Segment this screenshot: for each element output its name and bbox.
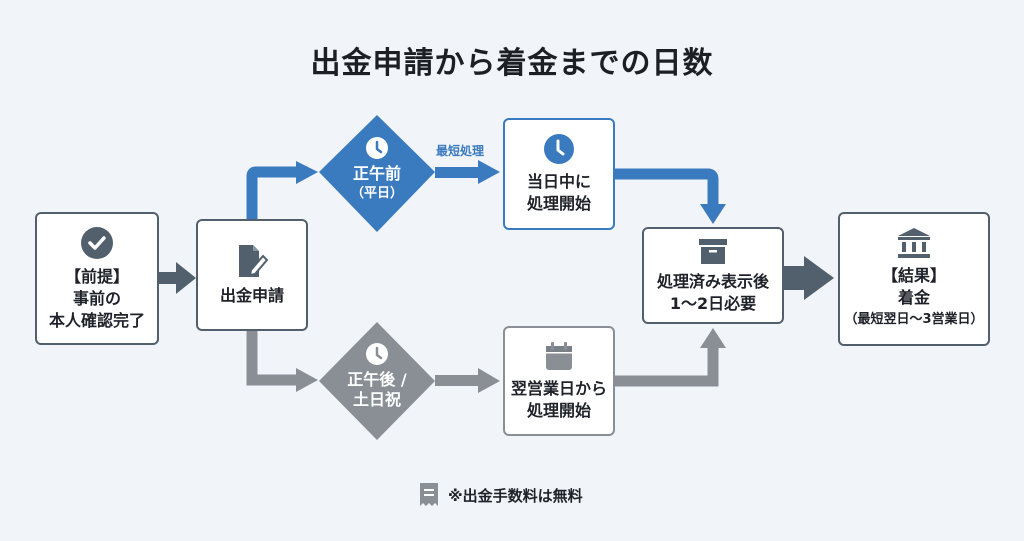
footnote-text: ※出金手数料は無料 <box>448 486 583 505</box>
clock-icon <box>366 343 388 365</box>
before-noon-label: 正午前 <box>352 164 401 183</box>
node-prerequisite: 【前提】 事前の 本人確認完了 <box>35 212 159 345</box>
prerequisite-line3: 本人確認完了 <box>48 310 145 330</box>
decision-diamond-before-noon <box>319 115 435 232</box>
node-result: 【結果】 着金 （最短翌日〜3営業日） <box>838 212 990 346</box>
processed-line2: 1〜2日必要 <box>669 293 757 313</box>
result-line3: （最短翌日〜3営業日） <box>844 312 984 327</box>
calendar-icon <box>546 342 572 370</box>
archive-box-icon <box>699 238 727 264</box>
before-noon-sub: （平日） <box>350 186 403 201</box>
check-circle-icon <box>81 226 113 259</box>
arrow-before-noon-to-same-day <box>435 160 500 184</box>
node-processed: 処理済み表示後 1〜2日必要 <box>642 227 784 324</box>
before-noon-label-group: 正午前 （平日） <box>327 136 427 204</box>
arrow-request-to-before-noon <box>246 161 318 220</box>
document-edit-icon <box>239 245 269 277</box>
page-title: 出金申請から着金までの日数 <box>310 46 714 81</box>
same-day-line2: 処理開始 <box>526 194 591 213</box>
after-noon-line1: 正午後 / <box>347 370 407 389</box>
prerequisite-line2: 事前の <box>72 288 121 308</box>
footnote: ※出金手数料は無料 <box>418 482 583 508</box>
decision-diamond-after-noon <box>319 322 435 440</box>
node-next-business-day: 翌営業日から 処理開始 <box>503 326 615 436</box>
after-noon-line2: 土日祝 <box>352 390 401 409</box>
arrow-after-noon-to-next-day <box>435 368 500 393</box>
bank-icon <box>898 228 930 258</box>
same-day-line1: 当日中に <box>526 172 591 191</box>
arrow-same-day-to-processed <box>615 168 726 224</box>
after-noon-label-group: 正午後 / 土日祝 <box>327 342 427 410</box>
fast-route-label: 最短処理 <box>436 144 485 158</box>
arrow-next-day-to-processed <box>615 328 726 387</box>
arrow-request-to-after-noon <box>246 330 318 392</box>
next-business-day-line1: 翌営業日から <box>510 379 607 398</box>
withdrawal-request-label: 出金申請 <box>219 286 284 305</box>
arrow-processed-to-result <box>784 256 834 300</box>
receipt-icon <box>420 483 438 506</box>
node-same-day: 当日中に 処理開始 <box>503 118 615 230</box>
result-line1: 【結果】 <box>881 266 946 285</box>
clock-icon <box>544 134 574 164</box>
prerequisite-line1: 【前提】 <box>64 266 129 286</box>
next-business-day-line2: 処理開始 <box>526 401 591 420</box>
result-line2: 着金 <box>897 288 930 307</box>
arrow-prereq-to-request <box>158 262 196 294</box>
node-withdrawal-request: 出金申請 <box>196 219 308 331</box>
clock-icon <box>366 137 388 159</box>
processed-line1: 処理済み表示後 <box>656 271 769 291</box>
